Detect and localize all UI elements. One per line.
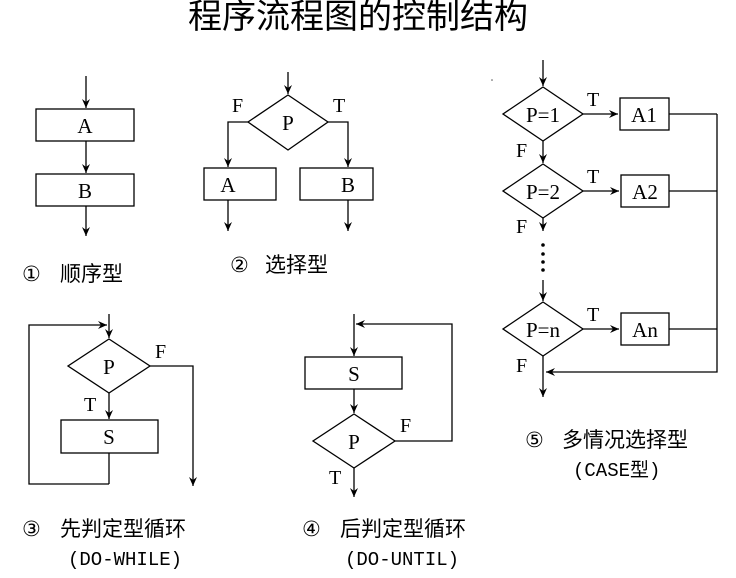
process-box-a-label: A [77,114,93,138]
true-label: T [587,304,599,326]
loop-back-arrow [356,320,453,442]
decision-diamond [246,94,330,151]
process-box-b [35,173,135,207]
process-box-b [299,167,374,201]
caption: 顺序型 [60,262,123,286]
process-box-b-label: B [341,173,355,197]
process-box-s-label: S [103,425,115,449]
action-box-2-label: A2 [632,180,658,204]
merge-arrow [546,114,718,376]
caption: 多情况选择型 [562,428,688,452]
true-branch-arrow [328,121,352,167]
false-label: F [516,355,527,377]
page-title: 程序流程图的控制结构 [188,0,528,37]
process-box-a-label: A [220,173,236,197]
action-box-1 [619,97,670,131]
action-box-n-label: An [632,318,658,342]
process-box-b-label: B [78,179,92,203]
process-box-a [203,167,277,201]
false-label: F [155,341,166,363]
process-box-s-label: S [348,362,360,386]
do-until-diagram: S P F T ④ 后判定型循环 (DO-UNTIL) [302,314,466,571]
false-branch-arrow [224,121,248,167]
caption-number: ② [230,253,249,277]
false-label: F [516,216,527,238]
subcaption: (CASE型) [573,459,660,482]
ellipsis-dot [541,252,545,256]
selection-diagram: P F T A B ② 选择型 [203,72,374,277]
loop-back-arrow [28,321,109,485]
decision-label-1: P=1 [526,103,560,127]
decision-label-n: P=n [526,318,561,342]
do-while-diagram: P F T S ③ 先判定型循环 (DO-WHILE) [22,314,197,571]
true-label: T [587,89,599,111]
action-box-2 [620,174,670,208]
false-label: F [232,95,243,117]
ellipsis-dot [541,260,545,264]
ellipsis-dot [541,243,545,247]
action-box-1-label: A1 [631,103,657,127]
caption-number: ④ [302,517,321,541]
subcaption: (DO-WHILE) [68,549,182,571]
decision-label-2: P=2 [526,180,560,204]
process-box-a [35,108,135,142]
caption-number: ① [22,262,41,286]
caption: 先判定型循环 [60,517,186,541]
caption: 选择型 [265,253,328,277]
decision-label: P [103,355,115,379]
true-label: T [329,467,341,489]
decision-label: P [282,111,294,135]
caption-number: ③ [22,517,41,541]
true-label: T [84,394,96,416]
false-label: F [516,140,527,162]
stray-dot [491,79,493,81]
process-box-s [60,419,159,454]
caption-number: ⑤ [525,428,544,452]
true-label: T [333,95,345,117]
subcaption: (DO-UNTIL) [345,549,459,571]
sequence-diagram: A B ① 顺序型 [22,76,135,286]
exit-arrow [150,365,197,486]
ellipsis-dot [541,268,545,272]
case-diagram: P=1 T A1 F P=2 T A2 F P=n T An F [501,60,718,482]
false-label: F [400,415,411,437]
caption: 后判定型循环 [340,517,466,541]
true-label: T [587,166,599,188]
decision-label: P [348,430,360,454]
